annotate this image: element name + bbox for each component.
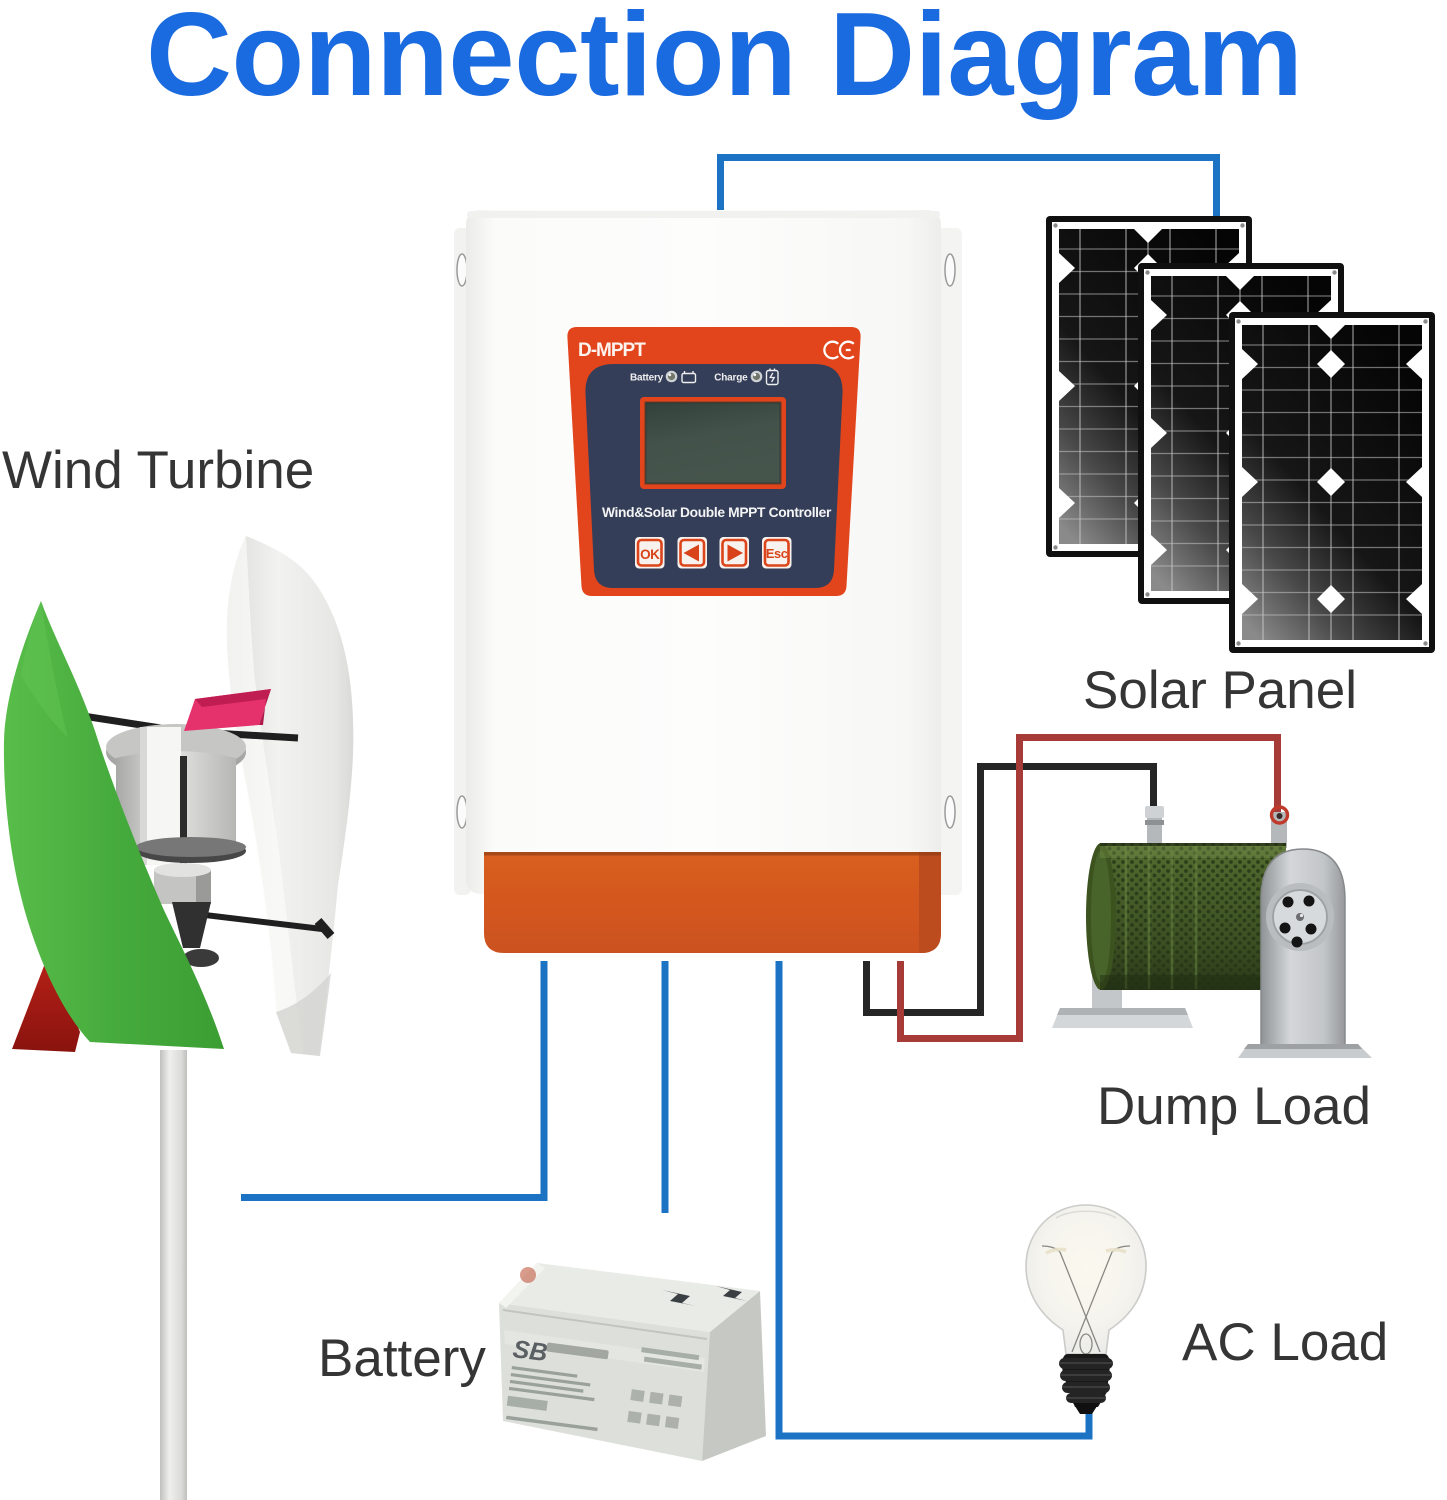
svg-text:D-MPPT: D-MPPT <box>578 340 646 361</box>
svg-text:Wind Turbine: Wind Turbine <box>2 441 314 500</box>
svg-text:OK: OK <box>640 547 660 562</box>
svg-text:Esc: Esc <box>766 546 788 561</box>
svg-text:Dump Load: Dump Load <box>1097 1077 1371 1136</box>
svg-text:Battery: Battery <box>630 373 664 384</box>
svg-text:AC Load: AC Load <box>1182 1313 1388 1372</box>
svg-text:SB: SB <box>511 1335 549 1367</box>
svg-text:Solar Panel: Solar Panel <box>1083 661 1357 720</box>
svg-text:Charge: Charge <box>714 373 748 384</box>
svg-text:Connection Diagram: Connection Diagram <box>146 0 1302 121</box>
svg-text:Wind&Solar Double MPPT Contro: Wind&Solar Double MPPT Controller <box>602 505 832 520</box>
svg-text:Battery: Battery <box>318 1329 486 1388</box>
